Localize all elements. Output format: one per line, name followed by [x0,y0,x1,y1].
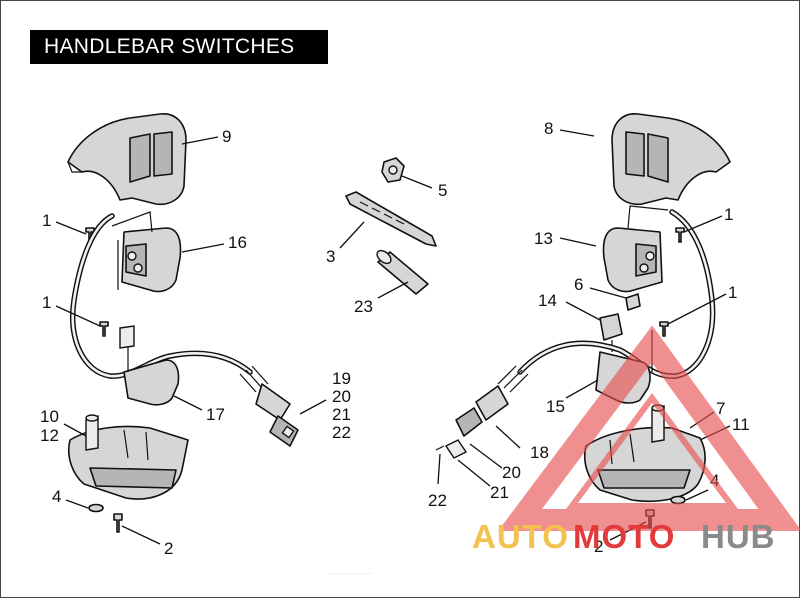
left-switch-module-16 [111,211,182,293]
leader-lines [55,129,731,545]
footer-caption: . . . . . . . . . . . [330,569,371,576]
callout-8: 8 [544,119,553,138]
callout-11: 11 [732,415,750,434]
callout-1: 1 [728,283,737,302]
watermark: AUTO MOTO HUB [472,325,800,555]
callout-labels: 9 1 16 1 17 19 20 21 22 10 12 4 2 5 3 23… [40,119,750,558]
part-6 [625,293,641,311]
clip-5 [381,157,405,183]
callout-22: 22 [428,491,447,510]
watermark-text-auto: AUTO [472,518,569,555]
left-screw-bottom [113,513,123,533]
callout-19: 19 [332,369,351,388]
callout-18: 18 [530,443,549,462]
left-lower-housing [68,414,189,500]
callout-20: 20 [332,387,351,406]
watermark-text-moto: MOTO [573,518,675,555]
diagram-title: HANDLEBAR SWITCHES [30,30,328,64]
callout-2: 2 [164,539,173,558]
callout-21: 21 [490,483,509,502]
right-upper-housing [611,113,731,206]
callout-7: 7 [716,399,725,418]
right-washer [670,495,686,505]
right-connector [435,365,529,459]
callout-23: 23 [354,297,373,316]
callout-22: 22 [332,423,351,442]
left-connector [239,365,299,447]
callout-17: 17 [206,405,225,424]
callout-21: 21 [332,405,351,424]
callout-4: 4 [52,487,61,506]
callout-5: 5 [438,181,447,200]
callout-16: 16 [228,233,247,252]
callout-13: 13 [534,229,553,248]
callout-12: 12 [40,426,59,445]
callout-14: 14 [538,291,557,310]
sleeve-23 [376,249,429,295]
watermark-triangle [498,325,800,531]
left-screw-lower [99,321,109,337]
callout-6: 6 [574,275,583,294]
callout-15: 15 [546,397,565,416]
callout-1: 1 [724,205,733,224]
right-screw-upper [675,227,685,243]
callout-20: 20 [502,463,521,482]
callout-9: 9 [222,127,231,146]
callout-1: 1 [42,211,51,230]
callout-2: 2 [594,537,603,556]
right-screw-lower [659,321,669,337]
watermark-text-hub: HUB [701,518,776,555]
right-switch-module-13 [602,205,669,293]
left-washer [88,503,104,513]
callout-3: 3 [326,247,335,266]
callout-1: 1 [42,293,51,312]
left-upper-housing [67,113,187,206]
left-switch-module-17 [119,325,180,406]
cable-strap-3 [345,191,437,247]
callout-10: 10 [40,407,59,426]
